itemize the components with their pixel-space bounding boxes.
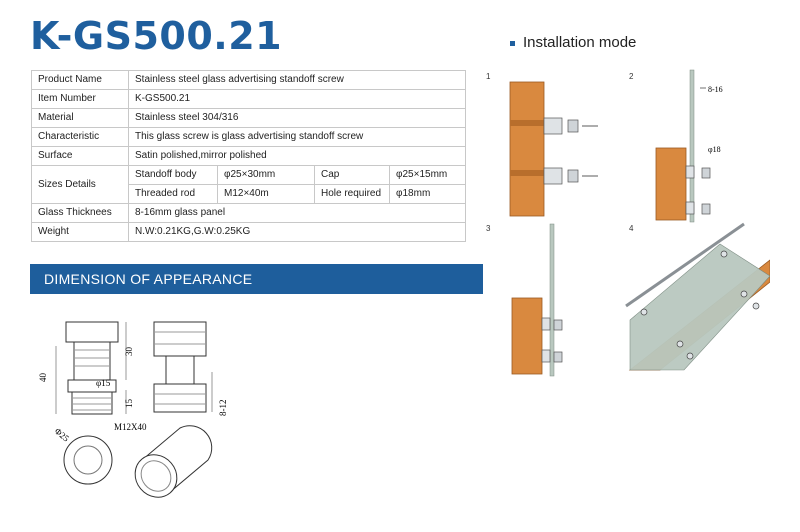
iso-view [134, 425, 213, 498]
spec-label: Surface [31, 146, 129, 166]
spec-value: 8-16mm glass panel [128, 203, 466, 223]
wood-panel [509, 81, 545, 217]
spec-value: N.W:0.21KG,G.W:0.25KG [128, 222, 466, 242]
dimension-heading: DIMENSION OF APPEARANCE [30, 264, 483, 294]
step-number: 1 [486, 72, 491, 81]
dim-8-12: 8-12 [218, 400, 228, 417]
standoff-cap [701, 167, 711, 179]
standoff-cap [553, 319, 563, 331]
standoff-fitting [640, 308, 648, 316]
spec-table: Product Name Stainless steel glass adver… [31, 70, 466, 242]
front-view [65, 321, 119, 415]
spec-label: Sizes Details [31, 165, 129, 204]
wood-grain [510, 170, 544, 176]
bullet-icon [510, 40, 515, 46]
standoff-fitting [676, 340, 684, 348]
table-row: Threaded rod M12×40m Hole required φ18mm [32, 184, 466, 204]
spec-label: Material [31, 108, 129, 128]
size-label: Hole required [314, 184, 390, 204]
standoff-fitting [720, 250, 728, 258]
standoff-body [543, 167, 563, 185]
wood-grain [510, 120, 544, 126]
end-view [63, 435, 113, 485]
dim-40: 40 [38, 373, 48, 383]
table-row: Glass Thicknees 8-16mm glass panel [31, 203, 466, 223]
glass-panel [689, 69, 695, 223]
step-number: 3 [486, 224, 491, 233]
standoff-body [685, 201, 695, 215]
standoff-cap [567, 119, 579, 133]
table-row: Material Stainless steel 304/316 [31, 108, 466, 128]
handrail [625, 222, 745, 308]
spec-value: K-GS500.21 [128, 89, 466, 109]
size-label: Cap [314, 165, 390, 185]
hole-label: φ18 [708, 145, 721, 154]
size-label: Threaded rod [128, 184, 218, 204]
spec-value: Stainless steel 304/316 [128, 108, 466, 128]
side-view [153, 321, 207, 413]
standoff-fitting [686, 352, 694, 360]
spec-label: Glass Thicknees [31, 203, 129, 223]
thickness-label: 8-16 [708, 85, 723, 94]
standoff-fitting [752, 302, 760, 310]
standoff-body [541, 317, 551, 331]
table-row: Product Name Stainless steel glass adver… [31, 70, 466, 90]
table-row: Surface Satin polished,mirror polished [31, 146, 466, 166]
dim-30: 30 [124, 347, 134, 357]
spec-label: Weight [31, 222, 129, 242]
install-step-2: 8-16 φ18 [655, 69, 723, 223]
size-value: φ25×30mm [217, 165, 315, 185]
table-row: Characteristic This glass screw is glass… [31, 127, 466, 147]
glass-panel [549, 223, 555, 377]
installation-heading-text: Installation mode [523, 34, 637, 51]
wood-panel [511, 297, 543, 375]
installation-heading: Installation mode [510, 34, 636, 51]
dim-phi25: Φ25 [53, 426, 72, 444]
table-row: Item Number K-GS500.21 [31, 89, 466, 109]
spec-value: Satin polished,mirror polished [128, 146, 466, 166]
step-number: 2 [629, 72, 634, 81]
size-value: M12×40m [217, 184, 315, 204]
standoff-cap [701, 203, 711, 215]
dim-phi15: φ15 [96, 378, 111, 388]
standoff-cap [567, 169, 579, 183]
front-dimension-lines [55, 322, 127, 414]
spec-value: Stainless steel glass advertising stando… [128, 70, 466, 90]
size-label: Standoff body [128, 165, 218, 185]
install-step-1 [509, 81, 598, 217]
glass-panel [629, 243, 770, 371]
standoff-body [543, 117, 563, 135]
dimension-drawing: 40 30 15 φ15 8-12 Φ25 M12X40 [38, 321, 228, 498]
dim-m12x40: M12X40 [114, 422, 147, 432]
standoff-cap [553, 351, 563, 363]
wood-panel [655, 147, 687, 221]
size-value: φ18mm [389, 184, 466, 204]
standoff-fitting [740, 290, 748, 298]
install-step-3 [511, 223, 563, 377]
product-title: K-GS500.21 [30, 14, 283, 58]
spec-label: Product Name [31, 70, 129, 90]
standoff-body [541, 349, 551, 363]
dim-15: 15 [124, 399, 134, 409]
step-number: 4 [629, 224, 634, 233]
table-row: Sizes Details Standoff body φ25×30mm Cap… [31, 165, 466, 204]
spec-label: Item Number [31, 89, 129, 109]
spec-value: This glass screw is glass advertising st… [128, 127, 466, 147]
install-step-4 [625, 222, 770, 371]
table-row: Weight N.W:0.21KG,G.W:0.25KG [31, 222, 466, 242]
spec-label: Characteristic [31, 127, 129, 147]
standoff-body [685, 165, 695, 179]
size-value: φ25×15mm [389, 165, 466, 185]
